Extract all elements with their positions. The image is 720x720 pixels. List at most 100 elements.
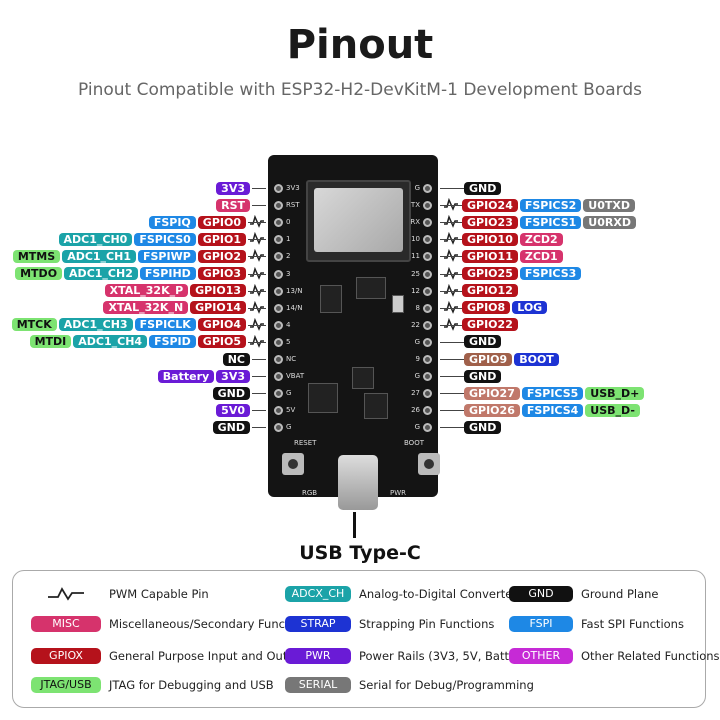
right-pin-label: USB_D- xyxy=(585,403,640,417)
right-pin-label: BOOT xyxy=(514,352,559,366)
esp32-h2-module xyxy=(306,180,411,262)
right-pin-wire xyxy=(440,239,462,241)
left-pin-hole xyxy=(274,389,283,399)
right-pin-label: GPIO10 xyxy=(462,232,518,246)
left-pin-silk: 4 xyxy=(286,320,291,329)
pwm-icon xyxy=(250,317,264,331)
left-pin-label: MTMS xyxy=(12,249,61,263)
left-pin-wire xyxy=(248,307,266,309)
left-pin-label: FSPIQ xyxy=(148,215,196,229)
legend-text: Power Rails (3V3, 5V, Battery) xyxy=(359,648,533,663)
left-pin-wire xyxy=(252,427,266,429)
pwm-legend-icon xyxy=(31,586,101,602)
legend-badge: JTAG/USB xyxy=(31,676,101,693)
right-pin-wire xyxy=(440,410,464,412)
left-pin-silk: 5 xyxy=(286,337,291,346)
pwm-icon xyxy=(250,232,264,246)
right-pin-hole xyxy=(423,286,432,296)
right-pin-label: FSPICS1 xyxy=(519,215,582,229)
reset-button[interactable] xyxy=(282,453,304,475)
right-pin-silk: G xyxy=(414,372,420,381)
left-pin-wire xyxy=(248,341,266,343)
left-pin-silk: 3 xyxy=(286,269,291,278)
right-pin-hole xyxy=(423,389,432,399)
right-pin-label: LOG xyxy=(512,301,548,315)
right-pin-hole xyxy=(423,201,432,211)
pwm-icon xyxy=(444,283,458,297)
left-pin-wire xyxy=(252,393,266,395)
usb-chip xyxy=(364,393,388,419)
left-pin-hole xyxy=(274,303,283,313)
right-pin-wire xyxy=(440,205,462,207)
left-pin-wire xyxy=(248,290,266,292)
right-pin-label: GPIO22 xyxy=(462,318,518,332)
left-pin-label: XTAL_32K_P xyxy=(104,284,189,298)
right-pin-silk: 12 xyxy=(411,286,420,295)
right-pin-hole xyxy=(423,337,432,347)
right-pin-label: U0TXD xyxy=(583,198,635,212)
left-pin-silk: 3V3 xyxy=(286,184,300,192)
right-pin-wire xyxy=(440,222,462,224)
led-component xyxy=(392,295,404,313)
left-pin-wire xyxy=(252,188,266,189)
legend-badge: FSPI xyxy=(509,615,573,632)
right-pin-label: USB_D+ xyxy=(585,386,645,400)
left-pin-silk: G xyxy=(286,423,292,432)
legend-badge: SERIAL xyxy=(285,676,351,693)
regulator-chip xyxy=(320,285,342,313)
right-pin-wire xyxy=(440,393,464,395)
page-subtitle: Pinout Compatible with ESP32-H2-DevKitM-… xyxy=(77,80,642,100)
right-pin-silk: 11 xyxy=(411,252,420,261)
legend-badge: GPIOX xyxy=(31,647,101,664)
right-pin-wire xyxy=(440,376,464,378)
left-pin-label: GPIO1 xyxy=(197,232,246,246)
usb-c-connector xyxy=(338,455,378,510)
left-pin-wire xyxy=(252,376,266,378)
boot-button[interactable] xyxy=(418,453,440,475)
right-pin-wire xyxy=(440,359,464,360)
right-pin-label: ZCD1 xyxy=(519,249,563,263)
left-pin-label: GPIO14 xyxy=(190,301,246,315)
left-pin-label: GPIO2 xyxy=(197,249,246,263)
left-pin-label: GPIO0 xyxy=(197,215,246,229)
right-pin-wire xyxy=(440,324,462,326)
legend-item: PWM Capable Pin xyxy=(31,585,209,602)
left-pin-silk: 13/N xyxy=(286,286,303,295)
right-pin-wire xyxy=(440,427,464,429)
right-pin-silk: 9 xyxy=(415,355,420,363)
pwm-icon xyxy=(444,300,458,314)
left-pin-label: ADC1_CH0 xyxy=(58,232,133,246)
right-pin-hole xyxy=(423,355,432,364)
right-pin-hole xyxy=(423,320,432,330)
left-pin-label: MTCK xyxy=(11,318,57,332)
left-pin-label: 3V3 xyxy=(216,181,250,195)
legend-badge: GND xyxy=(509,585,573,602)
left-pin-wire xyxy=(252,205,266,207)
right-pin-label: ZCD2 xyxy=(519,232,563,246)
legend-text: Other Related Functions xyxy=(581,648,720,663)
pwm-icon xyxy=(444,249,458,263)
left-pin-silk: 14/N xyxy=(286,303,303,312)
regulator-chip-2 xyxy=(356,277,386,299)
right-pin-label: GPIO24 xyxy=(462,198,518,212)
right-pin-silk: 10 xyxy=(411,235,420,244)
right-pin-label: GPIO12 xyxy=(462,284,518,298)
right-pin-hole xyxy=(423,235,432,245)
pwr-silk: PWR xyxy=(390,489,407,497)
pwm-icon xyxy=(444,266,458,280)
left-pin-wire xyxy=(248,222,266,224)
rgb-silk: RGB xyxy=(302,489,318,497)
legend-text: Fast SPI Functions xyxy=(581,616,684,631)
pwm-icon xyxy=(250,266,264,280)
left-pin-label: ADC1_CH2 xyxy=(64,267,138,280)
right-pin-label: GPIO11 xyxy=(462,249,518,263)
legend-badge: ADCX_CH xyxy=(285,585,351,602)
